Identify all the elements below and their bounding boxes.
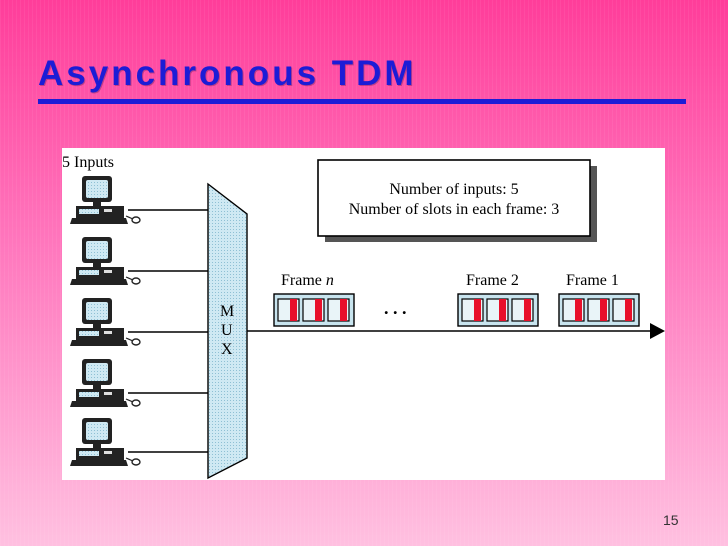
computer-icon <box>70 237 140 285</box>
slide-number: 15 <box>663 512 679 528</box>
info-line-inputs: Number of inputs: 5 <box>389 181 518 198</box>
slot-data-fill <box>575 299 582 321</box>
computer-icon <box>70 418 140 466</box>
input-lines <box>128 210 208 452</box>
mux-letter-u: U <box>221 322 233 339</box>
frame-n <box>274 294 354 326</box>
title-underline <box>38 99 686 104</box>
slot-data-fill <box>315 299 322 321</box>
frames-ellipsis: . . . <box>384 298 407 318</box>
output-arrowhead <box>650 323 665 339</box>
frame-1 <box>559 294 639 326</box>
frame-1-label: Frame 1 <box>566 272 619 289</box>
info-box <box>318 160 590 236</box>
slot-data-fill <box>474 299 481 321</box>
computer-icon <box>70 359 140 407</box>
frames-layer <box>274 294 639 326</box>
slot-data-fill <box>625 299 632 321</box>
frame-2-label: Frame 2 <box>466 272 519 289</box>
inputs-label: 5 Inputs <box>62 154 114 171</box>
mux-letter-x: X <box>221 341 233 358</box>
computer-icon <box>70 298 140 346</box>
mux-letter-m: M <box>220 303 234 320</box>
slide-title: Asynchronous TDM <box>38 54 417 94</box>
frame-2 <box>458 294 538 326</box>
computer-icon <box>70 176 140 224</box>
input-computers <box>70 176 140 466</box>
slot-data-fill <box>499 299 506 321</box>
slot-data-fill <box>600 299 607 321</box>
slot-data-fill <box>524 299 531 321</box>
slot-data-fill <box>340 299 347 321</box>
frame-n-label: Frame n <box>281 272 334 289</box>
diagram-canvas: 5 Inputs M U X Number of inputs: 5 <box>62 148 665 480</box>
diagram-figure: 5 Inputs M U X Number of inputs: 5 <box>62 148 665 480</box>
slot-data-fill <box>290 299 297 321</box>
info-line-slots: Number of slots in each frame: 3 <box>349 201 560 218</box>
